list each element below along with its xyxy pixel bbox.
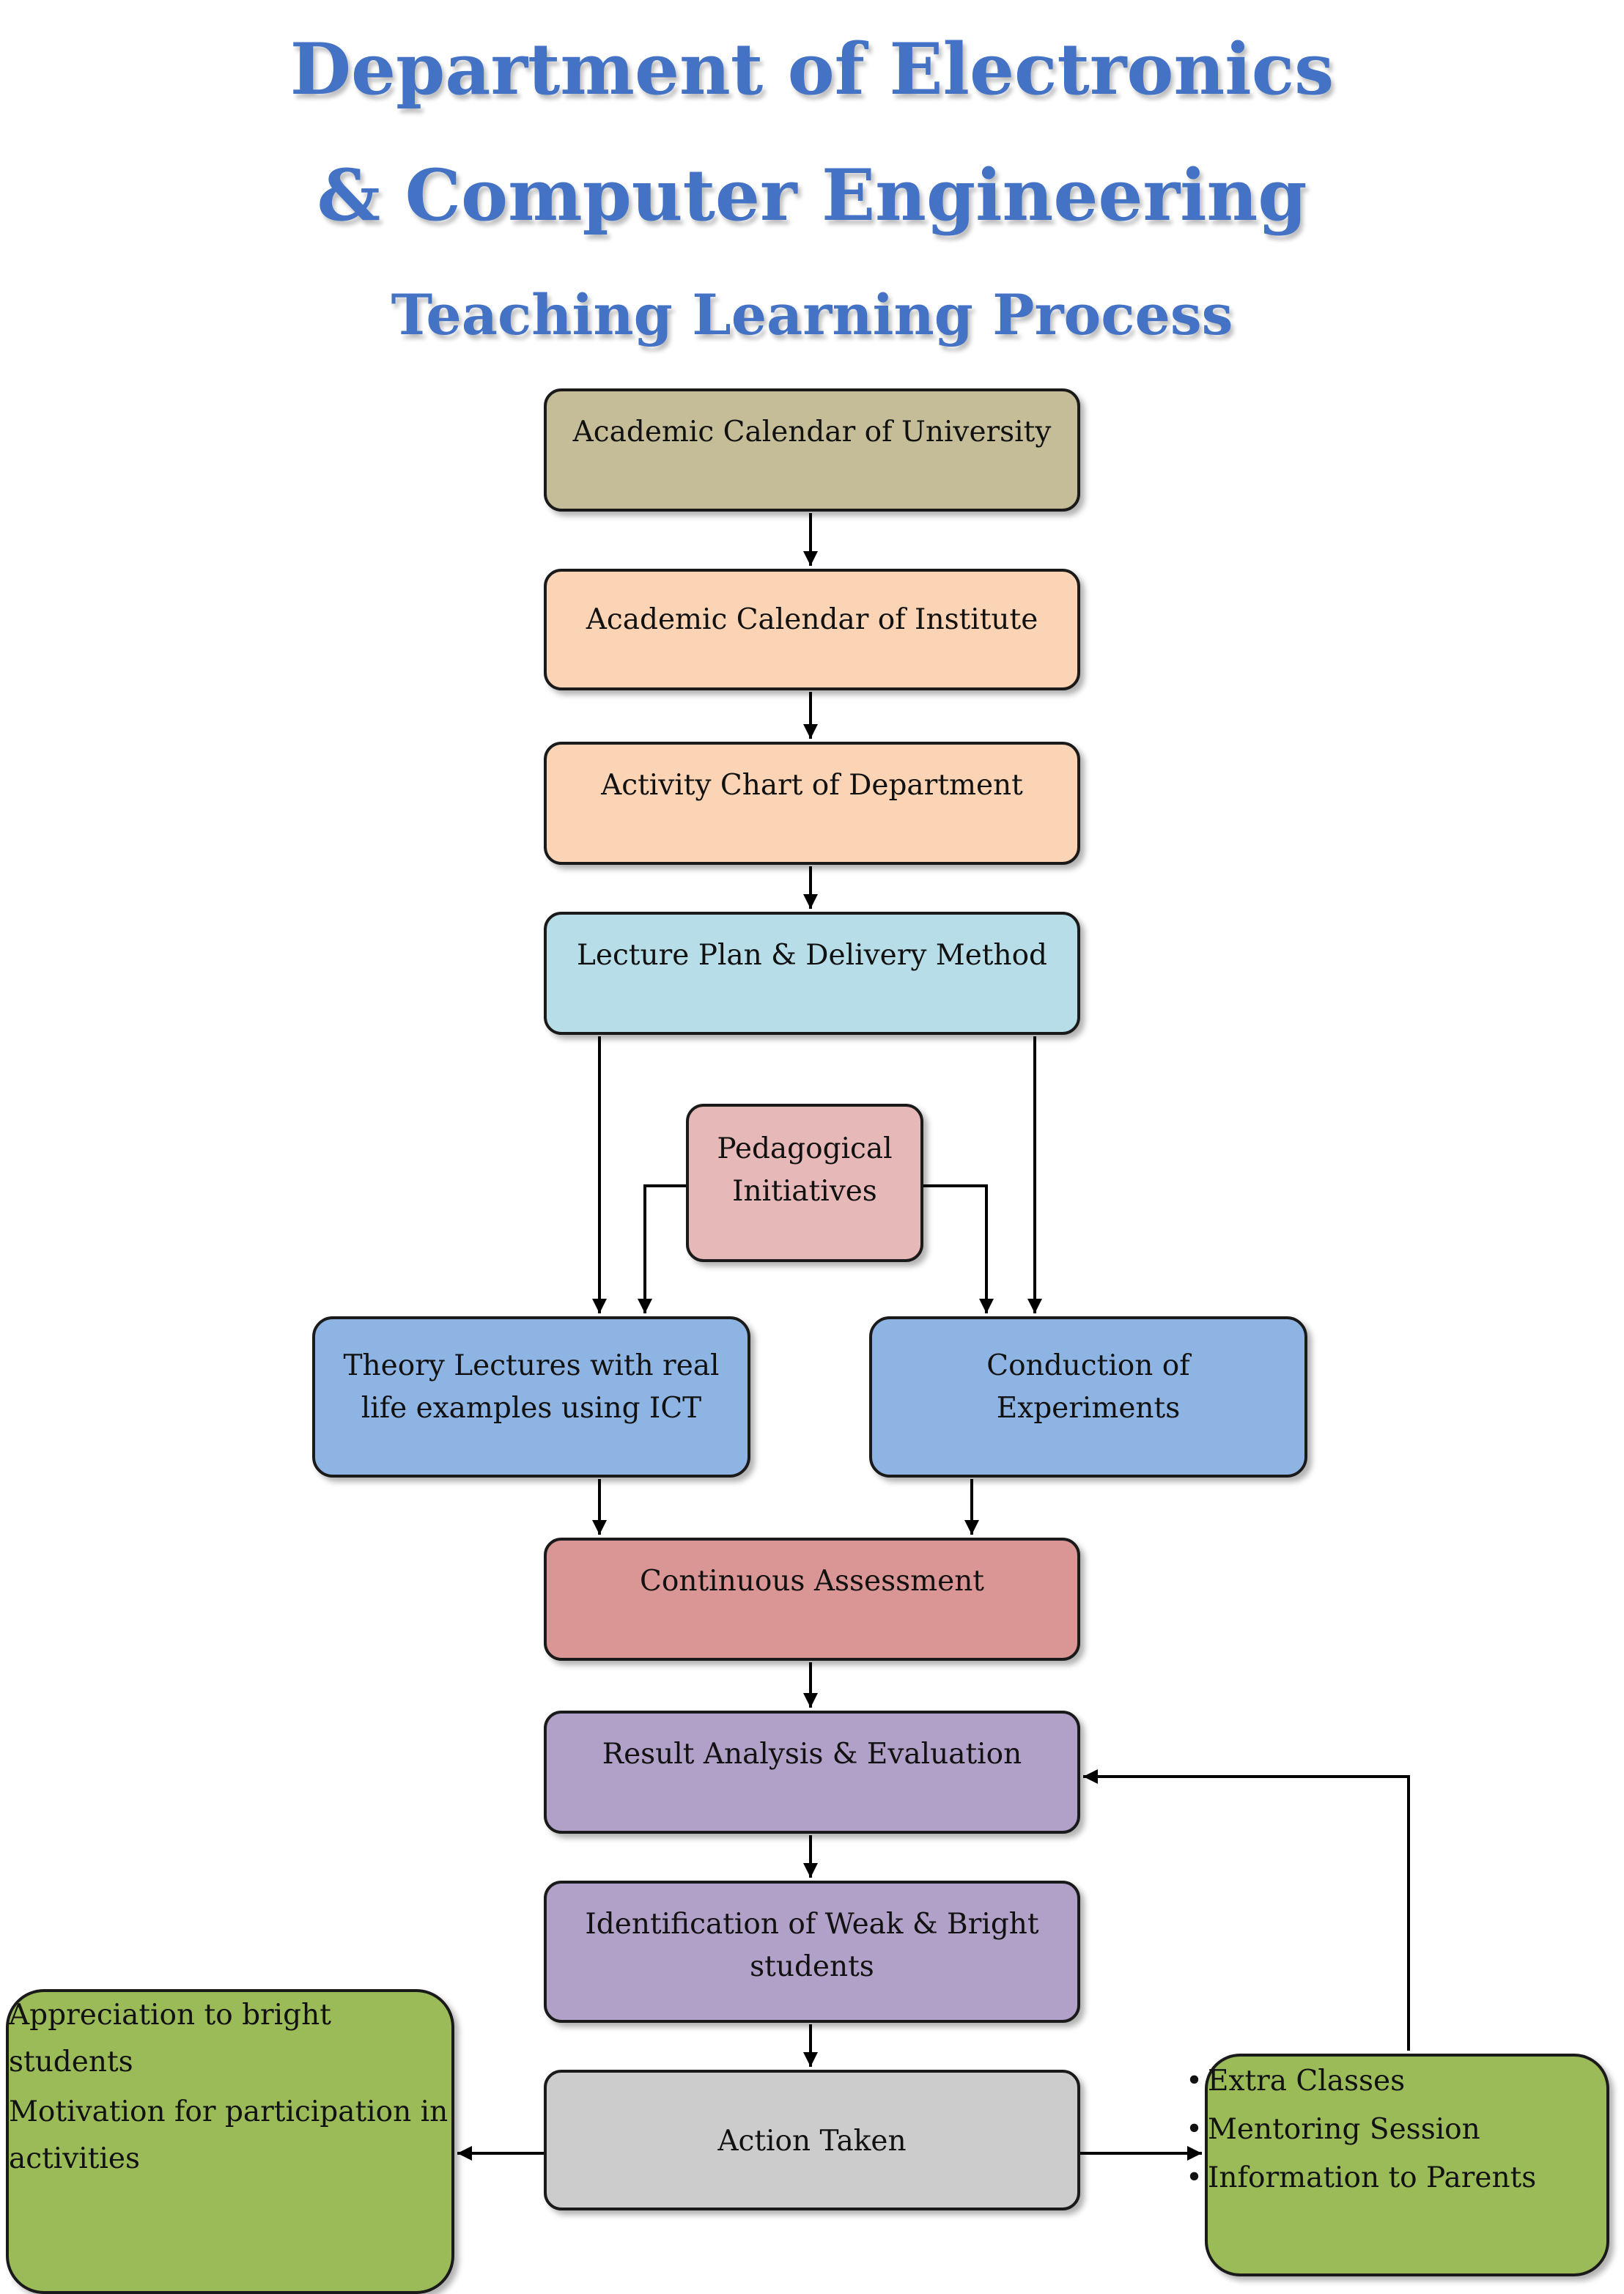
experiments-line-2: Experiments: [996, 1391, 1181, 1425]
pedagogical-initiatives-box: Pedagogical Initiatives: [686, 1104, 923, 1262]
pedagogical-line-2: Initiatives: [732, 1174, 877, 1208]
action-taken-label: Action Taken: [717, 2123, 907, 2157]
theory-lectures-line-1: Theory Lectures with real: [343, 1349, 720, 1382]
continuous-assessment-label: Continuous Assessment: [640, 1564, 984, 1598]
action-taken-box: Action Taken: [544, 2070, 1080, 2210]
experiments-line-1: Conduction of: [986, 1349, 1190, 1382]
bright-students-actions-box: Appreciation to bright students Motivati…: [6, 1989, 454, 2294]
academic-calendar-institute-label: Academic Calendar of Institute: [586, 602, 1038, 636]
title-line-2: & Computer Engineering: [317, 155, 1307, 237]
activity-chart-label: Activity Chart of Department: [601, 768, 1023, 802]
continuous-assessment-box: Continuous Assessment: [544, 1538, 1080, 1661]
weak-action-item: Information to Parents: [1186, 2153, 1606, 2202]
academic-calendar-university-box: Academic Calendar of University: [544, 388, 1080, 512]
result-analysis-label: Result Analysis & Evaluation: [602, 1737, 1022, 1771]
arrow-pedagogical-to-theory: [638, 1184, 686, 1313]
arrow-weak-feedback-to-result: [1083, 1769, 1410, 2051]
bright-action-item: Motivation for participation in activiti…: [9, 2089, 451, 2183]
bright-action-item: Appreciation to bright students: [9, 1992, 451, 2086]
weak-action-item: Extra Classes: [1186, 2057, 1606, 2105]
pedagogical-line-1: Pedagogical: [717, 1132, 893, 1165]
theory-lectures-line-2: life examples using ICT: [361, 1391, 702, 1425]
subtitle: Teaching Learning Process: [391, 281, 1233, 347]
weak-actions-list: Extra Classes Mentoring Session Informat…: [1186, 2057, 1606, 2202]
bright-actions-list: Appreciation to bright students Motivati…: [9, 1992, 451, 2183]
identification-line-2: students: [750, 1950, 874, 1983]
conduction-experiments-box: Conduction of Experiments: [869, 1316, 1307, 1478]
weak-action-item: Mentoring Session: [1186, 2105, 1606, 2153]
activity-chart-box: Activity Chart of Department: [544, 742, 1080, 865]
theory-lectures-box: Theory Lectures with real life examples …: [312, 1316, 750, 1478]
identification-box: Identification of Weak & Bright students: [544, 1881, 1080, 2023]
result-analysis-box: Result Analysis & Evaluation: [544, 1711, 1080, 1834]
weak-students-actions-box: Extra Classes Mentoring Session Informat…: [1186, 2054, 1609, 2276]
academic-calendar-institute-box: Academic Calendar of Institute: [544, 569, 1080, 690]
lecture-plan-box: Lecture Plan & Delivery Method: [544, 912, 1080, 1035]
lecture-plan-label: Lecture Plan & Delivery Method: [576, 938, 1048, 972]
academic-calendar-university-label: Academic Calendar of University: [572, 415, 1052, 449]
title-line-1: Department of Electronics: [289, 29, 1335, 111]
identification-line-1: Identification of Weak & Bright: [585, 1907, 1039, 1941]
arrow-pedagogical-to-experiments: [923, 1184, 994, 1313]
